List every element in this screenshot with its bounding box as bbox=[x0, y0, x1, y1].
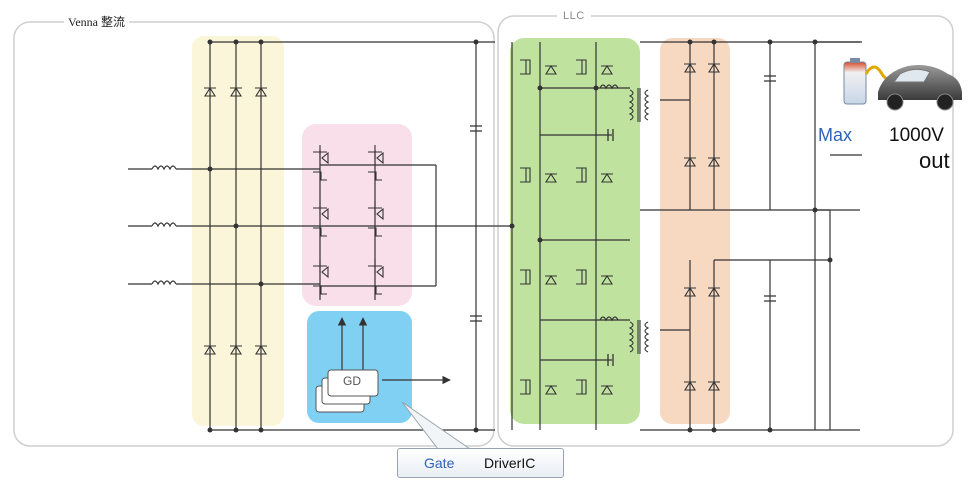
max-label: Max bbox=[818, 125, 853, 145]
inductor-icon bbox=[599, 316, 619, 322]
inductor-icon bbox=[151, 222, 177, 228]
mosfet-icon bbox=[576, 269, 613, 285]
inductor-icon bbox=[599, 84, 619, 90]
capacitor-icon bbox=[764, 295, 776, 302]
diode-icon bbox=[684, 286, 696, 297]
switch-zone bbox=[302, 124, 412, 306]
diode-icon bbox=[230, 86, 242, 97]
capacitor-icon bbox=[607, 129, 614, 141]
mosfet-icon bbox=[520, 269, 557, 285]
diode-icon bbox=[684, 62, 696, 73]
capacitor-icon bbox=[470, 315, 482, 322]
inductor-icon bbox=[151, 280, 177, 286]
llc-secondary-zone bbox=[660, 38, 730, 424]
gd-label: GD bbox=[343, 374, 361, 388]
diode-icon bbox=[684, 380, 696, 391]
llc-frame bbox=[497, 15, 954, 447]
electric-car-icon bbox=[878, 65, 962, 111]
mosfet-icon bbox=[520, 59, 557, 75]
venna-rectifier-label: Venna 整流 bbox=[64, 16, 129, 28]
mosfet-icon bbox=[313, 259, 329, 295]
capacitor-icon bbox=[764, 75, 776, 82]
capacitor-icon bbox=[607, 354, 614, 366]
llc-label: LLC bbox=[557, 11, 591, 22]
mosfet-icon bbox=[576, 167, 613, 183]
mosfet-icon bbox=[576, 59, 613, 75]
mosfet-icon bbox=[368, 259, 384, 295]
diode-icon bbox=[255, 86, 267, 97]
diode-icon bbox=[684, 156, 696, 167]
capacitor-icon bbox=[470, 125, 482, 132]
mosfet-icon bbox=[313, 145, 329, 181]
diode-icon bbox=[204, 86, 216, 97]
gate-driver-callout bbox=[397, 448, 564, 478]
diode-icon bbox=[230, 344, 242, 355]
diode-icon bbox=[708, 380, 720, 391]
diode-icon bbox=[708, 156, 720, 167]
diode-icon bbox=[204, 344, 216, 355]
venna-frame bbox=[13, 21, 495, 447]
out-label: out bbox=[919, 148, 950, 173]
transformer-icon bbox=[628, 320, 650, 354]
diode-icon bbox=[708, 286, 720, 297]
diode-icon bbox=[708, 62, 720, 73]
mosfet-icon bbox=[313, 201, 329, 237]
callout-pointer bbox=[401, 401, 472, 450]
callout-driver-text: DriverIC bbox=[484, 455, 536, 471]
mosfet-icon bbox=[368, 201, 384, 237]
llc-primary-zone bbox=[510, 38, 640, 424]
mosfet-icon bbox=[520, 379, 557, 395]
diode-icon bbox=[255, 344, 267, 355]
mosfet-icon bbox=[368, 145, 384, 181]
transformer-icon bbox=[628, 88, 650, 122]
mosfet-icon bbox=[576, 379, 613, 395]
battery-icon bbox=[843, 58, 867, 105]
gate-driver-stack bbox=[315, 369, 379, 413]
callout-gate-text: Gate bbox=[424, 455, 455, 471]
mosfet-icon bbox=[520, 167, 557, 183]
inductor-icon bbox=[151, 165, 177, 171]
voltage-label: 1000V bbox=[889, 125, 944, 146]
